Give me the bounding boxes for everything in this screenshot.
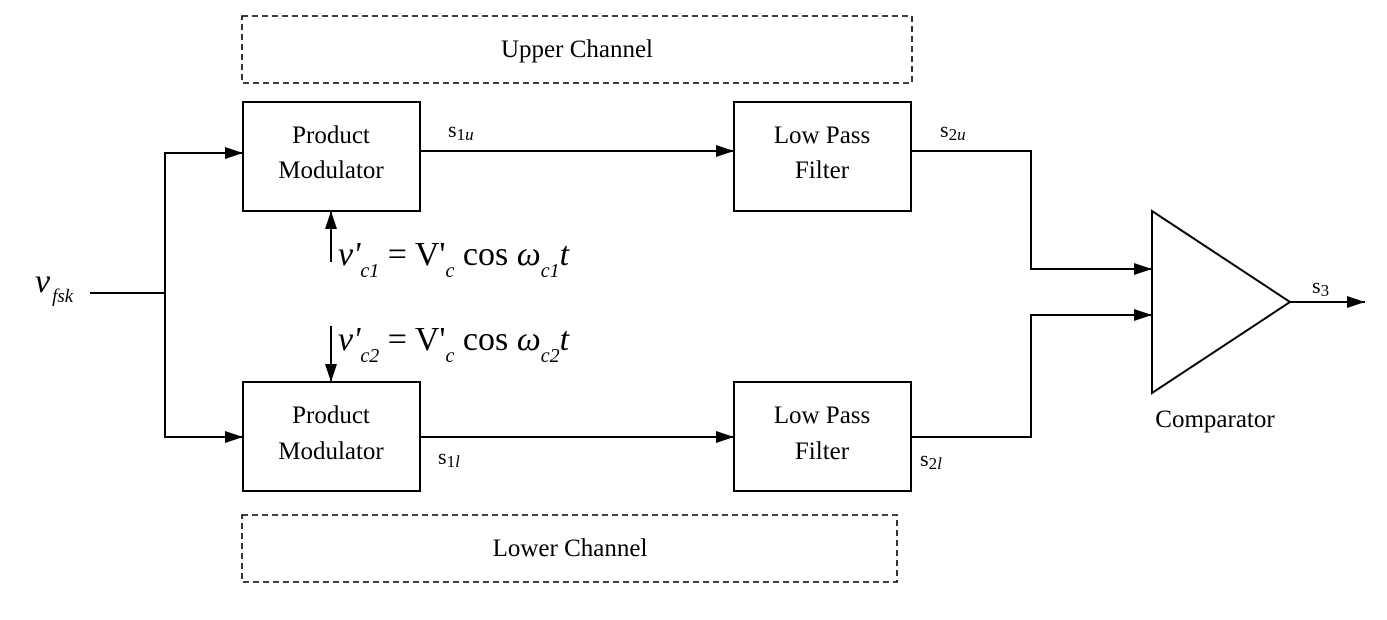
upper-product-modulator: Product Modulator xyxy=(242,101,421,212)
comparator-triangle xyxy=(1151,209,1292,395)
signal-s3: s3 xyxy=(1312,273,1329,300)
lower-channel-label: Lower Channel xyxy=(493,535,648,562)
wires xyxy=(90,145,1365,443)
signal-s2l: s2l xyxy=(920,446,942,473)
block-label: Modulator xyxy=(278,438,384,465)
lower-product-modulator: Product Modulator xyxy=(242,381,421,492)
signal-s2u: s2u xyxy=(940,117,966,144)
comparator-label: Comparator xyxy=(1155,406,1275,433)
signal-s1u: s1u xyxy=(448,117,474,144)
signal-s1l: s1l xyxy=(438,444,460,471)
upper-channel-label: Upper Channel xyxy=(501,36,653,63)
lower-channel-box xyxy=(241,514,898,583)
block-label: Modulator xyxy=(278,157,384,184)
carrier2-equation: v'c2 = V'c cos ωc2t xyxy=(338,321,571,367)
carrier1-equation: v'c1 = V'c cos ωc1t xyxy=(338,236,571,282)
block-label: Low Pass xyxy=(774,122,871,149)
upper-channel-box xyxy=(241,15,913,84)
upper-low-pass-filter: Low Pass Filter xyxy=(733,101,912,212)
block-label: Filter xyxy=(795,438,850,465)
lower-low-pass-filter: Low Pass Filter xyxy=(733,381,912,492)
block-label: Filter xyxy=(795,157,850,184)
block-label: Product xyxy=(292,122,370,149)
block-label: Low Pass xyxy=(774,402,871,429)
block-label: Product xyxy=(292,402,370,429)
